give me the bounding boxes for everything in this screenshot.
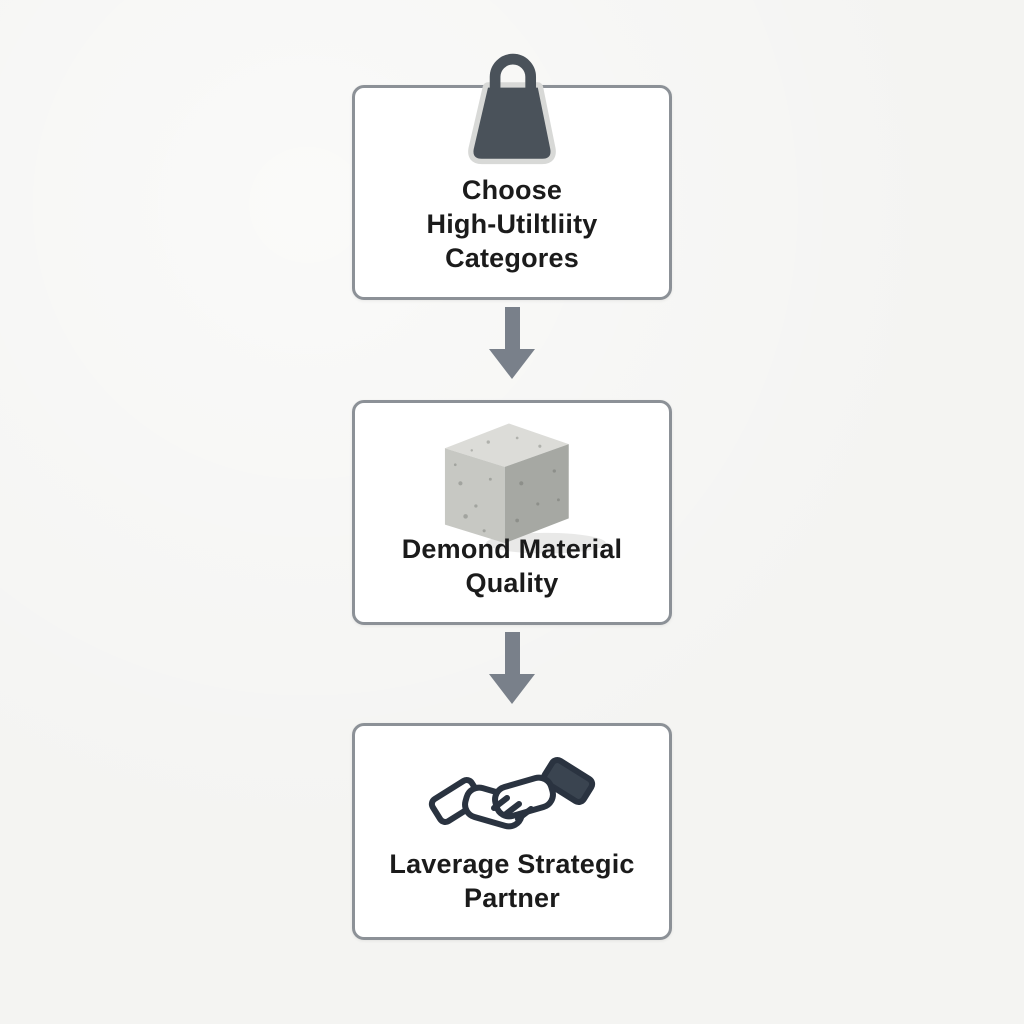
step-label: Demond Material Quality	[355, 532, 669, 600]
down-arrow	[489, 632, 535, 704]
concrete-cube-icon	[414, 411, 610, 566]
step-label-line: Categores	[445, 243, 579, 273]
step-label-line: Quality	[465, 568, 559, 598]
arrow-shaft	[504, 632, 520, 674]
handshake-icon	[427, 746, 597, 856]
shopping-bag-icon	[454, 36, 570, 165]
step-label-line: High-Utiltliity	[426, 209, 598, 239]
step-label: Choose High-Utiltliity Categores	[355, 173, 669, 275]
arrow-shaft	[504, 307, 520, 349]
down-arrow	[489, 307, 535, 379]
arrow-head	[489, 349, 535, 379]
step-box-choose-categories: Choose High-Utiltliity Categores	[352, 53, 672, 300]
step-label: Laverage Strategic Partner	[355, 847, 669, 915]
step-label-line: Laverage Strategic	[389, 849, 635, 879]
step-label-line: Partner	[464, 883, 560, 913]
step-box-strategic-partner: Laverage Strategic Partner	[352, 723, 672, 940]
step-box-material-quality: Demond Material Quality	[352, 400, 672, 625]
arrow-head	[489, 674, 535, 704]
step-label-line: Choose	[461, 175, 563, 205]
step-label-line: Demond Material	[401, 534, 623, 564]
